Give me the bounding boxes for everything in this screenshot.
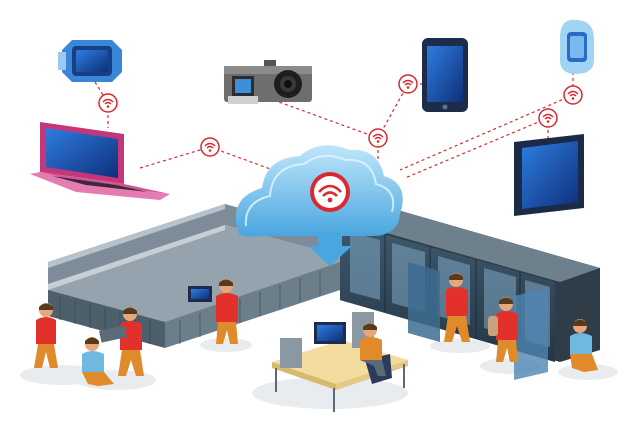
wifi-node-icon <box>368 128 388 148</box>
worker-figure <box>570 319 598 372</box>
wifi-node-icon <box>398 74 418 94</box>
worker-figure <box>444 273 470 342</box>
cloud-wifi-icon <box>235 145 403 266</box>
worker-figure <box>99 307 144 376</box>
smartwatch-icon <box>58 40 122 82</box>
laptop-icon <box>30 122 170 200</box>
wifi-node-icon <box>98 93 118 113</box>
wifi-nodes <box>98 74 583 157</box>
worker-figure <box>488 297 518 362</box>
tablet-icon <box>514 134 584 216</box>
worker-figure <box>188 279 238 344</box>
worker-figures <box>34 273 598 386</box>
wifi-node-icon <box>538 108 558 128</box>
smartphone-icon <box>422 38 468 112</box>
wifi-node-icon <box>563 85 583 105</box>
fitness-band-icon <box>560 19 594 74</box>
action-camera-icon <box>224 60 312 104</box>
worker-figure <box>82 337 114 386</box>
wifi-node-icon <box>200 137 220 157</box>
worker-figure <box>34 303 58 368</box>
worker-figure <box>360 323 386 376</box>
